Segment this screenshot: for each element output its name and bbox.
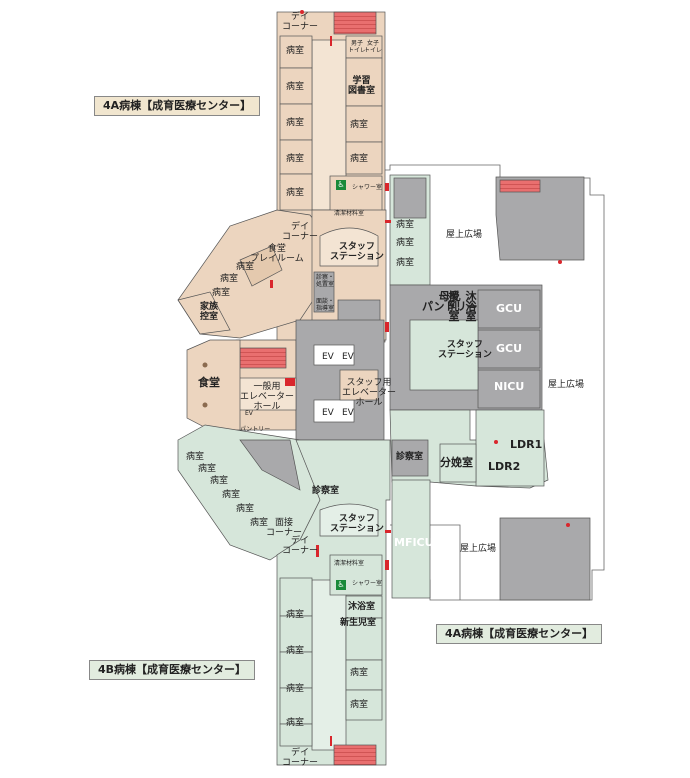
wing-label-4b: 4B病棟【成育医療センター】 [89, 660, 256, 680]
room-patient-e3: 病室 [396, 258, 415, 268]
room-shower-north: シャワー室 [352, 184, 383, 191]
south-wing [276, 439, 391, 766]
room-patient-e1: 病室 [396, 220, 415, 230]
room-patient-sw1: 病室 [186, 452, 205, 462]
room-day-corner-nw: デイ コーナー [282, 222, 319, 242]
room-patient-n7: 病室 [350, 154, 369, 164]
room-patient-nw2: 病室 [220, 274, 239, 284]
room-breastfeeding: 授乳室 [448, 290, 460, 323]
room-exam-south: 診察室 [312, 486, 340, 496]
ev-4: EV [342, 408, 354, 418]
room-patient-s3: 病室 [286, 684, 305, 694]
room-patient-n6: 病室 [350, 120, 369, 130]
room-family-waiting: 家族 控室 [200, 302, 219, 322]
room-patient-nw1: 病室 [236, 262, 255, 272]
room-patient-s4: 病室 [286, 718, 305, 728]
staff-station-north: スタッフ ステーション [330, 242, 384, 262]
room-patient-s5: 病室 [350, 668, 369, 678]
accessible-toilet-icon: ♿ [336, 580, 346, 590]
room-clean-linen-north: 清潔材料室 [334, 210, 365, 217]
room-patient-sw2: 病室 [198, 464, 217, 474]
room-patient-s2: 病室 [286, 646, 305, 656]
room-interview: 面談・ 指導室 [316, 298, 335, 312]
room-patient-sw3: 病室 [210, 476, 229, 486]
elevator-hall-public: 一般用 エレベーター ホール [240, 382, 295, 412]
room-bath-east: 沐浴室 [465, 290, 477, 323]
elevator-hall-staff: スタッフ用 エレベーター ホール [342, 378, 397, 408]
ev-3: EV [322, 408, 334, 418]
northwest-wing [177, 209, 331, 339]
room-female-toilet: 女子 トイレ [364, 40, 383, 54]
room-meal-playroom: 食堂 プレイルーム [250, 244, 304, 264]
room-day-corner-north: デイ コーナー [282, 12, 319, 32]
room-patient-n4: 病室 [286, 154, 305, 164]
center-hub [235, 209, 387, 441]
rooftop-plaza-east: 屋上広場 [548, 380, 585, 390]
room-patient-nw3: 病室 [212, 288, 231, 298]
room-consult: 面接 コーナー [266, 518, 303, 538]
room-bath-south: 沐浴室 [348, 602, 376, 612]
room-exam-treatment: 診察・ 処置室 [316, 274, 335, 288]
room-nicu: NICU [494, 380, 525, 393]
room-ldr1: LDR1 [510, 438, 543, 451]
room-shower-south: シャワー室 [352, 580, 383, 587]
room-patient-sw6: 病室 [250, 518, 269, 528]
room-patient-n2: 病室 [286, 82, 305, 92]
northeast-block [495, 176, 585, 261]
room-patient-e2: 病室 [396, 238, 415, 248]
staff-station-south: スタッフ ステーション [330, 514, 384, 534]
room-clean-linen-south: 清潔材料室 [334, 560, 365, 567]
dining-columns [202, 362, 208, 408]
room-study-library: 学習 図書室 [348, 76, 376, 96]
southwest-wing [177, 424, 321, 561]
room-exam-east: 診察室 [396, 452, 424, 462]
room-dining: 食堂 [198, 376, 220, 389]
room-patient-s1: 病室 [286, 610, 305, 620]
room-patient-n3: 病室 [286, 118, 305, 128]
room-delivery: 分娩室 [440, 456, 473, 469]
room-gcu-2: GCU [496, 342, 523, 355]
room-patient-sw5: 病室 [236, 504, 255, 514]
exit-marks [270, 10, 570, 746]
staff-station-east: スタッフ ステーション [438, 340, 492, 360]
room-ldr2: LDR2 [488, 460, 521, 473]
accessible-toilet-icon: ♿ [336, 180, 346, 190]
ev-5: EV [245, 410, 253, 417]
room-newborn: 新生児室 [340, 618, 377, 628]
rooftop-plaza-north: 屋上広場 [446, 230, 483, 240]
room-patient-sw4: 病室 [222, 490, 241, 500]
east-block [389, 174, 549, 599]
room-breast-milk-pantry: 母乳 パントリー [422, 290, 478, 313]
room-gcu-1: GCU [496, 302, 523, 315]
room-patient-s6: 病室 [350, 700, 369, 710]
dining-hex [186, 339, 241, 431]
ev-2: EV [342, 352, 354, 362]
wing-label-4a-bottom: 4A病棟【成育医療センター】 [436, 624, 603, 644]
room-male-toilet: 男子 トイレ [348, 40, 367, 54]
wing-label-4a-top: 4A病棟【成育医療センター】 [94, 96, 261, 116]
room-patient-n1: 病室 [286, 46, 305, 56]
room-day-corner-south: デイ コーナー [282, 748, 319, 768]
north-wing [276, 11, 386, 343]
room-mficu: MFICU [394, 536, 434, 549]
room-pantry: パントリー [240, 426, 271, 433]
ev-1: EV [322, 352, 334, 362]
room-patient-n5: 病室 [286, 188, 305, 198]
southeast-block [499, 517, 591, 601]
room-day-corner-sw: デイ コーナー [282, 536, 319, 556]
rooftop-plaza-south: 屋上広場 [460, 544, 497, 554]
